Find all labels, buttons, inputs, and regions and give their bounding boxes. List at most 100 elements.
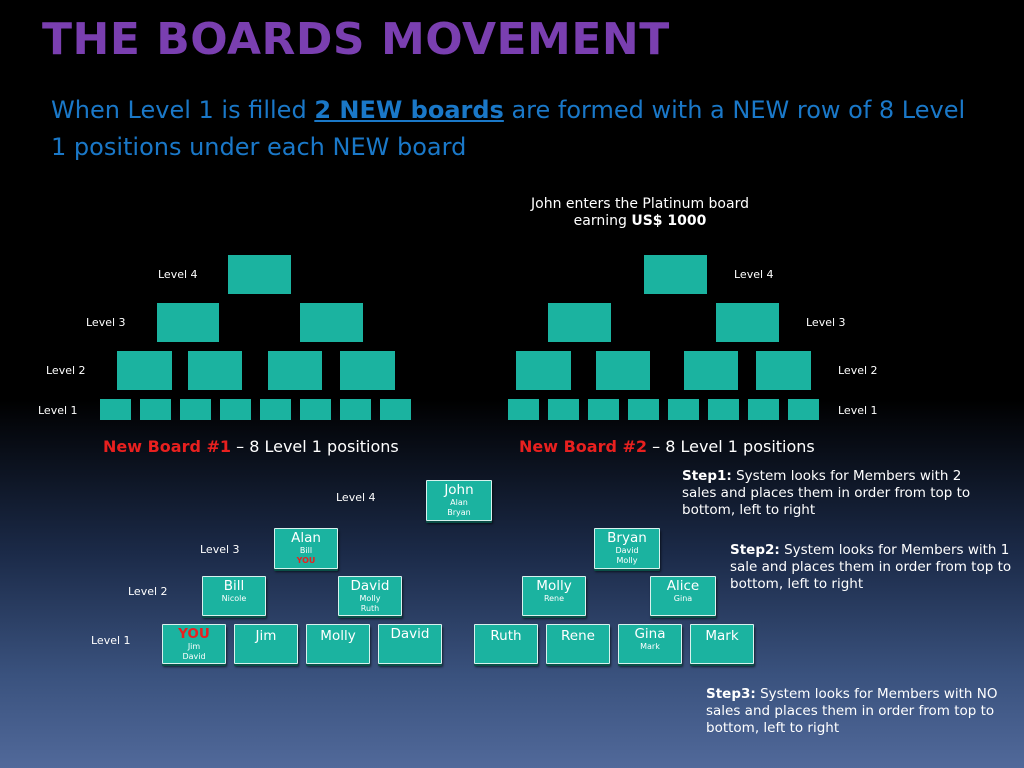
board1-name: New Board #1: [103, 437, 232, 456]
tree-level4-label: Level 4: [336, 491, 376, 504]
node-name: John: [444, 482, 474, 498]
board2-l2-box: [596, 351, 650, 390]
subtitle-part1: When Level 1 is filled: [51, 96, 315, 124]
board1-desc: – 8 Level 1 positions: [231, 437, 399, 456]
board2-desc: – 8 Level 1 positions: [647, 437, 815, 456]
platinum-note: John enters the Platinum board earning U…: [508, 196, 772, 230]
node-name: Mark: [705, 628, 739, 644]
node-name: Bryan: [607, 530, 647, 546]
node-sub: Molly: [359, 594, 381, 603]
node-sub: Jim: [187, 642, 201, 651]
node-molly: Molly Rene: [522, 576, 586, 616]
step2-body: System looks for Members with 1 sale and…: [730, 542, 1012, 592]
node-sub: Molly: [616, 556, 638, 565]
node-molly-l1: Molly: [306, 624, 370, 664]
node-jim: Jim: [234, 624, 298, 664]
node-you: YOU Jim David: [162, 624, 226, 664]
board2-level1-label: Level 1: [838, 404, 878, 417]
board1-l2-box: [117, 351, 172, 390]
step1-text: Step1: System looks for Members with 2 s…: [682, 468, 982, 519]
node-sub: David: [615, 546, 639, 555]
node-gina: Gina Mark: [618, 624, 682, 664]
node-alan: Alan Bill YOU: [274, 528, 338, 569]
board2-l1-box: [508, 399, 539, 420]
node-ruth: Ruth: [474, 624, 538, 664]
board1-l1-box: [340, 399, 371, 420]
node-name: David: [390, 626, 430, 642]
node-john: John Alan Bryan: [426, 480, 492, 521]
node-bill: Bill Nicole: [202, 576, 266, 616]
board1-l1-box: [100, 399, 131, 420]
board1-l3-box: [300, 303, 363, 342]
node-sub: David: [182, 652, 206, 661]
board1-l2-box: [268, 351, 322, 390]
board1-l4-box: [228, 255, 291, 294]
board1-l2-box: [188, 351, 242, 390]
board1-l1-box: [220, 399, 251, 420]
board1-level4-label: Level 4: [158, 268, 198, 281]
board1-level3-label: Level 3: [86, 316, 126, 329]
subtitle-part2: are formed with a NEW row of 8 Level 1 p…: [51, 96, 966, 161]
board1-l1-box: [140, 399, 171, 420]
tree-level3-label: Level 3: [200, 543, 240, 556]
node-sub: Ruth: [360, 604, 380, 613]
node-alice: Alice Gina: [650, 576, 716, 616]
node-sub: Bill: [299, 546, 313, 555]
node-name: Ruth: [490, 628, 522, 644]
board2-l2-box: [516, 351, 571, 390]
step2-label: Step2:: [730, 542, 780, 558]
node-name: Molly: [536, 578, 572, 594]
board2-level3-label: Level 3: [806, 316, 846, 329]
node-bryan: Bryan David Molly: [594, 528, 660, 569]
board2-l3-box: [716, 303, 779, 342]
board2-l1-box: [708, 399, 739, 420]
board1-l2-box: [340, 351, 395, 390]
step3-body: System looks for Members with NO sales a…: [706, 686, 998, 736]
node-name: Gina: [634, 626, 666, 642]
note-amount: US$ 1000: [631, 213, 707, 229]
node-sub: Nicole: [221, 594, 247, 603]
node-mark: Mark: [690, 624, 754, 664]
node-name: Rene: [561, 628, 595, 644]
board2-l2-box: [756, 351, 811, 390]
page-title: THE BOARDS MOVEMENT: [42, 14, 670, 65]
tree-level2-label: Level 2: [128, 585, 168, 598]
board2-l1-box: [628, 399, 659, 420]
tree-level1-label: Level 1: [91, 634, 131, 647]
board2-name: New Board #2: [519, 437, 648, 456]
node-name-you: YOU: [178, 626, 210, 642]
page-subtitle: When Level 1 is filled 2 NEW boards are …: [51, 92, 971, 166]
board2-l3-box: [548, 303, 611, 342]
node-david: David Molly Ruth: [338, 576, 402, 616]
step2-text: Step2: System looks for Members with 1 s…: [730, 542, 1018, 593]
board2-caption: New Board #2 – 8 Level 1 positions: [519, 437, 815, 456]
node-sub: Mark: [640, 642, 660, 651]
node-name: Bill: [223, 578, 245, 594]
node-sub-you: YOU: [296, 556, 316, 565]
board1-l3-box: [157, 303, 219, 342]
board1-caption: New Board #1 – 8 Level 1 positions: [103, 437, 399, 456]
step3-label: Step3:: [706, 686, 756, 702]
board2-l2-box: [684, 351, 738, 390]
node-sub: Bryan: [447, 508, 471, 517]
board2-l1-box: [588, 399, 619, 420]
node-name: Molly: [320, 628, 356, 644]
board2-l4-box: [644, 255, 707, 294]
step1-body: System looks for Members with 2 sales an…: [682, 468, 971, 518]
node-name: Alice: [666, 578, 700, 594]
node-sub: Alan: [450, 498, 468, 507]
node-sub: Gina: [673, 594, 693, 603]
node-rene: Rene: [546, 624, 610, 664]
step3-text: Step3: System looks for Members with NO …: [706, 686, 998, 737]
board1-l1-box: [380, 399, 411, 420]
note-line1: John enters the Platinum board: [531, 196, 749, 212]
board1-level2-label: Level 2: [46, 364, 86, 377]
node-name: David: [350, 578, 390, 594]
board2-l1-box: [788, 399, 819, 420]
node-name: Alan: [291, 530, 321, 546]
node-david-l1: David: [378, 624, 442, 664]
board2-l1-box: [668, 399, 699, 420]
board1-l1-box: [180, 399, 211, 420]
subtitle-highlight: 2 NEW boards: [314, 96, 504, 124]
step1-label: Step1:: [682, 468, 732, 484]
